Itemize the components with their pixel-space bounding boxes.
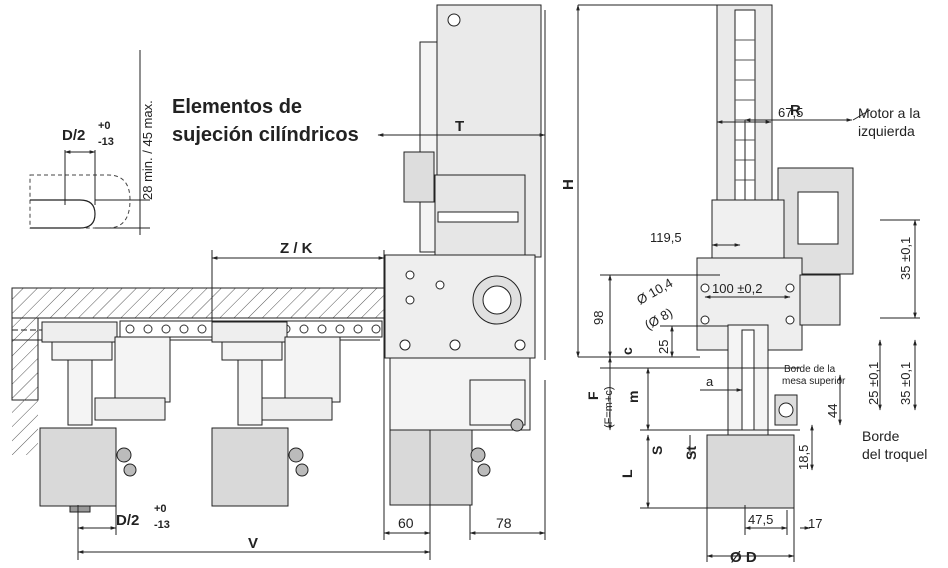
slot-tol-minus: -13 <box>98 136 114 148</box>
dim-98: 98 <box>591 311 606 325</box>
dim-35b: 35 ±0,1 <box>898 362 913 405</box>
label-motor-2: izquierda <box>858 123 915 139</box>
clamp-unit-1 <box>39 321 171 513</box>
dim-tol-plus-b: +0 <box>154 503 167 515</box>
slot-vertical-dim: 28 min. / 45 max. <box>140 100 155 200</box>
dim-119: 119,5 <box>650 230 682 245</box>
dim-st: St <box>683 446 699 460</box>
dim-44: 44 <box>825 404 840 418</box>
dim-lines-front <box>77 10 546 560</box>
dimension-texts: T Z / K V D/2 +0 -13 60 78 R 67,5 H 119,… <box>116 102 913 566</box>
dim-35a: 35 ±0,1 <box>898 237 913 280</box>
dim-f: F <box>585 391 601 400</box>
dim-s: S <box>649 446 665 455</box>
dim-h: H <box>560 179 577 190</box>
dim-dd: Ø D <box>730 549 757 566</box>
slot-tol-plus: +0 <box>98 120 111 132</box>
dim-67: 67,5 <box>778 105 803 120</box>
dim-78: 78 <box>496 515 512 531</box>
table-section <box>11 287 385 455</box>
slot-d2: D/2 <box>62 127 85 144</box>
dim-r: R <box>790 102 801 119</box>
dim-dia104: Ø 10,4 <box>634 275 675 308</box>
dim-a: a <box>706 374 714 389</box>
dim-tol-minus-b: -13 <box>154 519 170 531</box>
dim-t: T <box>455 118 464 135</box>
dim-lines-side <box>576 4 920 562</box>
title-line1: Elementos de <box>172 96 302 118</box>
dim-d2-bottom: D/2 <box>116 512 139 529</box>
dim-17: 17 <box>808 516 822 531</box>
label-borde-2: mesa superior <box>782 376 846 387</box>
dim-60: 60 <box>398 515 414 531</box>
dim-zk: Z / K <box>280 240 313 257</box>
dim-25b: 25 ±0,1 <box>866 362 881 405</box>
title-line2: sujeción cilíndricos <box>172 124 359 146</box>
dim-m: m <box>625 391 641 403</box>
dim-c: c <box>619 347 635 355</box>
dim-v: V <box>248 535 258 552</box>
label-motor-1: Motor a la <box>858 105 920 121</box>
dim-25a: 25 <box>656 340 671 354</box>
dim-l: L <box>619 469 635 478</box>
dim-475: 47,5 <box>748 512 773 527</box>
dim-f-sub: (F=m+c) <box>603 386 615 428</box>
dim-100: 100 ±0,2 <box>712 281 763 296</box>
label-borde-1: Borde de la <box>784 364 836 375</box>
drive-unit-side <box>696 4 854 509</box>
dim-185: 18,5 <box>796 445 811 470</box>
drive-unit-front <box>384 4 542 506</box>
label-troquel-2: del troquel <box>862 446 927 462</box>
slot-detail: D/2 +0 -13 28 min. / 45 max. <box>29 50 155 235</box>
clamp-unit-2 <box>211 321 341 507</box>
annotation-labels: Motor a la izquierda Borde de la mesa su… <box>782 105 927 462</box>
label-troquel-1: Borde <box>862 428 900 444</box>
dim-dia8: (Ø 8) <box>642 305 675 333</box>
